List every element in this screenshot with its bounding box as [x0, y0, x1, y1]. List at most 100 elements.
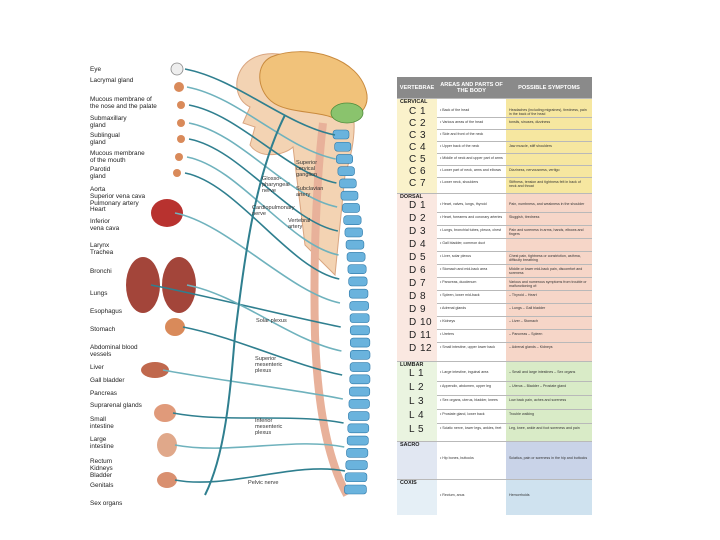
organ-label-suprarenal: Suprarenal glands — [90, 402, 142, 409]
section-column-bg — [506, 479, 592, 515]
lung-left — [126, 257, 160, 313]
row-divider — [437, 264, 592, 265]
area-cell: • Middle of neck and upper part of arms — [440, 156, 503, 160]
nerve-line — [174, 468, 346, 483]
area-cell: • Prostate gland, lower back — [440, 412, 485, 416]
area-cell: • Kidneys — [440, 319, 456, 323]
symptom-cell: Jaw muscle, stiff shoulders — [509, 144, 552, 148]
header-vertebrae: VERTEBRAE — [399, 84, 435, 91]
section-column-bg — [437, 479, 506, 515]
organ-label-heart: Heart — [90, 206, 106, 213]
vagus-nerve — [204, 114, 286, 496]
symptom-cell: Middle or lower mid-back pain, discomfor… — [509, 267, 583, 276]
section-title: CERVICAL — [400, 99, 428, 105]
vertebra — [348, 411, 370, 421]
area-cell: • Spleen, lower mid-back — [440, 293, 480, 297]
table-header: VERTEBRAE AREAS AND PARTS OF THE BODY PO… — [397, 77, 592, 98]
organ-label-genitals: Genitals — [90, 482, 114, 489]
row-divider — [437, 303, 592, 304]
symptom-cell: – Lungs – Gall bladder — [509, 306, 546, 310]
area-cell: • Back of the head — [440, 108, 470, 112]
vertebra-code: D 11 — [409, 330, 432, 341]
area-cell: • Hip bones, buttocks — [440, 456, 474, 460]
nerve-line — [186, 284, 342, 352]
superior-cervical-label: Superior cervical ganglion — [296, 160, 318, 178]
area-cell: • Lower part of neck, arms and elbows — [440, 168, 501, 172]
organ-label-bronchi: Bronchi — [90, 268, 112, 275]
vertebra-code: C 3 — [409, 130, 427, 141]
area-cell: • Appendix, abdomen, upper leg — [440, 384, 492, 388]
nerve-line — [174, 212, 341, 304]
vertebra — [346, 435, 369, 446]
row-divider — [437, 277, 592, 278]
divider — [397, 193, 592, 194]
vertebra — [347, 423, 370, 434]
row-divider — [437, 409, 592, 410]
small-intestine — [154, 404, 176, 422]
vertebra — [343, 215, 362, 225]
symptom-cell: Headaches (including migraines), tiredne… — [509, 108, 587, 117]
symptom-cell: Sciatica, pain or soreness in the hip an… — [509, 456, 588, 460]
symptom-cell: Hemorrhoids — [509, 493, 530, 497]
area-cell: • Stomach and mid-back area — [440, 267, 488, 271]
row-divider — [437, 316, 592, 317]
vertebra — [347, 264, 367, 274]
symptom-cell: tonsils, sinuses, dizziness — [509, 120, 551, 124]
symptom-cell: Chest pain, tightness or constriction, a… — [509, 254, 581, 263]
vertebra-code: D 12 — [409, 343, 433, 354]
vertebra — [344, 227, 363, 238]
vertebra-code: C 7 — [409, 178, 427, 189]
vertebra — [349, 386, 371, 397]
row-divider — [437, 141, 592, 142]
subclavian-artery-label: Subclavian artery — [296, 186, 324, 198]
area-cell: • Adrenal glands — [440, 306, 467, 310]
vertebra-code: L 1 — [409, 368, 425, 379]
vertebra — [348, 288, 369, 299]
gland-organ — [174, 82, 184, 92]
row-divider — [437, 177, 592, 178]
area-cell: • Ureters — [440, 332, 455, 336]
symptom-cell: – Pancreas – Spleen — [509, 332, 543, 336]
vertebra-code: L 5 — [409, 424, 425, 435]
vertebra-code: D 10 — [409, 317, 433, 328]
symptom-cell: – Thyroid – Heart — [509, 293, 537, 297]
nervous-system-illustration — [126, 51, 371, 497]
organs — [126, 62, 196, 488]
area-cell: • Upper back of the neck — [440, 144, 480, 148]
vertebra — [337, 166, 355, 177]
row-divider — [437, 212, 592, 213]
vertebral-artery-label: Vertebral artery — [288, 218, 311, 230]
heart-organ — [151, 199, 183, 227]
superior-mesenteric-label: Superior mesenteric plexus — [255, 356, 283, 374]
organ-label-gallbladder: Gall bladder — [90, 377, 125, 384]
area-cell: • Sciatic nerve, lower legs, ankles, fee… — [440, 426, 502, 430]
pelvic-nerve-label: Pelvic nerve — [248, 480, 279, 486]
vertebra-code: L 2 — [409, 382, 425, 393]
section-column-bg — [437, 361, 506, 441]
area-cell: • Small intestine, upper lower back — [440, 345, 495, 349]
section-title: LUMBAR — [400, 362, 424, 368]
liver-organ — [141, 362, 169, 378]
nerve-line — [184, 68, 336, 136]
vertebra-code: D 8 — [409, 291, 427, 302]
nerve-line — [188, 122, 338, 208]
organ-label-pancreas: Pancreas — [90, 390, 117, 397]
area-cell: • Sex organs, uterus, bladder, knees — [440, 398, 498, 402]
area-cell: • Liver, solar plexus — [440, 254, 472, 258]
vertebra — [348, 276, 368, 287]
vertebra — [344, 484, 367, 495]
section-column-bg — [397, 441, 437, 479]
section-title: DORSAL — [400, 194, 423, 200]
vertebra-code: C 5 — [409, 154, 427, 165]
vertebra-code: D 1 — [409, 200, 427, 211]
